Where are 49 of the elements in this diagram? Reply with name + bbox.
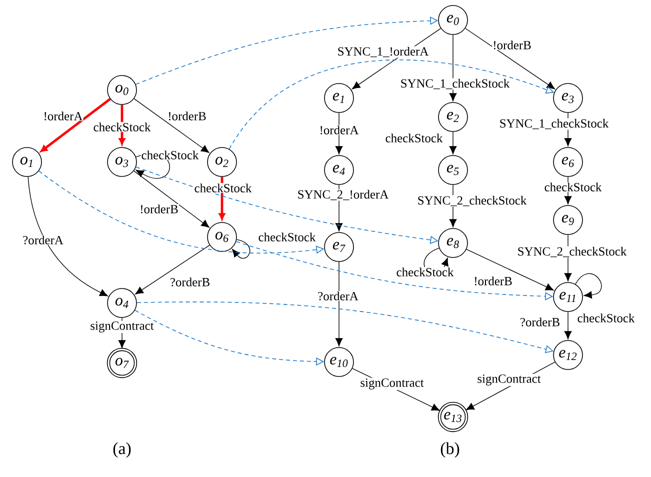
edge-label: SYNC_1_checkStock [498,118,610,130]
arrow [134,98,210,153]
edge-label: !orderB [139,204,179,214]
arrow [564,312,572,340]
edge-label: !orderB [492,40,532,50]
arrow [564,112,572,146]
edge-label: checkStock [576,313,636,323]
arrow [28,176,108,296]
edge-label: SYNC_1_!orderA [336,46,430,58]
arrow [232,239,250,259]
edge-label: !orderB [167,110,207,121]
arrow [449,34,457,102]
arrow [449,184,457,228]
edge-label: SYNC_1_checkStock [400,78,510,90]
edge-label: signContract [90,320,154,334]
arrow [352,28,442,90]
edge-label: SYNC_2_!orderA [296,189,390,201]
edge-label: ?orderB [519,316,561,327]
arrow [464,28,555,90]
edge-label: signContract [476,374,542,386]
edge-label: ?orderA [317,290,359,301]
edge-label: signContract [360,378,424,390]
arrow [335,262,343,346]
arrow [564,234,572,282]
arrow [564,176,572,204]
edge-label: checkStock [396,267,454,277]
edge-label: ?orderA [22,234,64,245]
edge-label: checkStock [140,150,200,160]
arrow [218,176,226,220]
edge-label: checkStock [194,183,252,193]
edge-label: checkStock [258,232,316,242]
edge-label: !orderB [473,276,513,286]
edge-label: !orderA [318,124,360,135]
edge-label: ?orderB [169,276,211,287]
arrow [118,104,126,145]
edge-label: SYNC_2_checkStock [416,195,528,207]
arrow [40,98,111,152]
arrow [134,170,210,228]
arrow [575,273,602,299]
edge-label: checkStock [92,122,152,132]
arrow [449,132,457,154]
arrow [335,112,343,154]
panel-label: (a) [113,442,131,458]
arrow [466,248,554,290]
edge-label: SYNC_2_checkStock [516,246,628,258]
edge-label: checkStock [544,182,602,192]
arrow [135,244,210,294]
edge-label: checkStock [384,133,444,143]
edge-label: !orderA [42,110,84,121]
